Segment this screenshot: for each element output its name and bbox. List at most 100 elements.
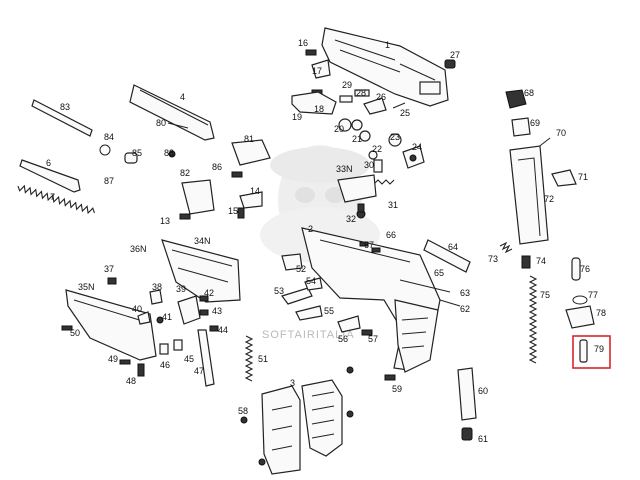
part-label-73: 73 [488,254,498,264]
part-68 [505,89,527,109]
part-42 [199,295,209,302]
part-label-81: 81 [244,134,254,144]
part-85 [124,152,138,164]
part-label-29: 29 [342,80,352,90]
part-label-64: 64 [448,242,458,252]
part-label-59: 59 [392,384,402,394]
part-3-grip-right [301,366,354,457]
part-78 [565,305,595,329]
part-label-15: 15 [228,206,238,216]
part-label-60: 60 [478,386,488,396]
part-label-22: 22 [372,144,382,154]
part-35n-rail [65,289,157,361]
part-38 [149,289,163,305]
part-label-41: 41 [162,312,172,322]
part-82-chamber [181,179,215,215]
part-55 [295,305,323,321]
part-label-37: 37 [104,264,114,274]
part-56 [337,315,361,333]
part-label-27: 27 [450,50,460,60]
part-label-19: 19 [292,112,302,122]
part-label-65: 65 [434,268,444,278]
part-label-77: 77 [588,290,598,300]
part-label-1: 1 [385,40,390,50]
part-label-47: 47 [194,366,204,376]
part-48 [137,363,145,377]
part-label-58: 58 [238,406,248,416]
part-label-71: 71 [578,172,588,182]
part-6-guide-rod [19,159,81,193]
part-54 [304,277,323,291]
part-30 [373,159,383,173]
part-label-6: 6 [46,158,51,168]
part-73 [499,241,513,254]
part-label-13: 13 [160,216,170,226]
part-71 [551,169,577,187]
part-label-68: 68 [524,88,534,98]
part-label-55: 55 [324,306,334,316]
part-1-slide [321,27,449,107]
part-label-50: 50 [70,328,80,338]
part-label-87: 87 [104,176,114,186]
part-label-72: 72 [544,194,554,204]
part-16 [305,49,317,56]
part-label-51: 51 [258,354,268,364]
part-label-84: 84 [104,132,114,142]
part-49 [119,359,131,365]
part-label-76: 76 [580,264,590,274]
part-52 [281,253,303,271]
part-2-frame [301,227,441,373]
part-label-32: 32 [346,214,356,224]
part-20-29-cluster [338,89,406,142]
part-label-86: 86 [212,162,222,172]
part-37 [107,277,117,285]
part-label-33n: 33N [336,164,353,174]
part-58-grip-left [240,385,301,475]
part-14 [239,191,263,209]
part-69 [511,117,531,137]
part-33n-block [337,174,377,203]
part-label-7: 7 [50,192,55,202]
part-77 [572,295,588,305]
part-80-pin [167,122,189,129]
part-27-sight [444,59,456,69]
part-41 [156,316,164,324]
part-label-17: 17 [312,66,322,76]
part-label-48: 48 [126,376,136,386]
part-label-82: 82 [180,168,190,178]
part-83-inner-barrel [31,99,93,137]
part-label-79: 79 [594,344,604,354]
part-label-75: 75 [540,290,550,300]
part-label-67: 67 [364,240,374,250]
part-label-36n: 36N [130,244,147,254]
part-label-70: 70 [556,128,566,138]
part-75-mag-spring [528,275,538,364]
part-label-83: 83 [60,102,70,112]
part-79 [579,339,588,363]
part-66 [371,247,381,253]
part-7-recoil-spring [17,184,95,215]
part-label-18: 18 [314,104,324,114]
part-34n-frame-insert [161,239,241,303]
part-label-16: 16 [298,38,308,48]
part-45 [173,339,183,351]
part-62-63 [439,299,461,307]
part-label-52: 52 [296,264,306,274]
part-label-3: 3 [290,378,295,388]
part-label-40: 40 [132,304,142,314]
part-label-38: 38 [152,282,162,292]
part-labels: 1234671314151617181920212223242526272829… [46,38,606,444]
part-61 [461,427,473,441]
part-84-ring [99,144,111,156]
part-label-43: 43 [212,306,222,316]
part-88 [168,150,176,158]
part-label-61: 61 [478,434,488,444]
part-label-39: 39 [176,284,186,294]
part-60-magazine-plate [457,367,477,421]
part-label-63: 63 [460,288,470,298]
part-65 [399,279,451,293]
part-label-85: 85 [132,148,142,158]
part-64-lever [423,239,471,273]
part-label-44: 44 [218,325,228,335]
